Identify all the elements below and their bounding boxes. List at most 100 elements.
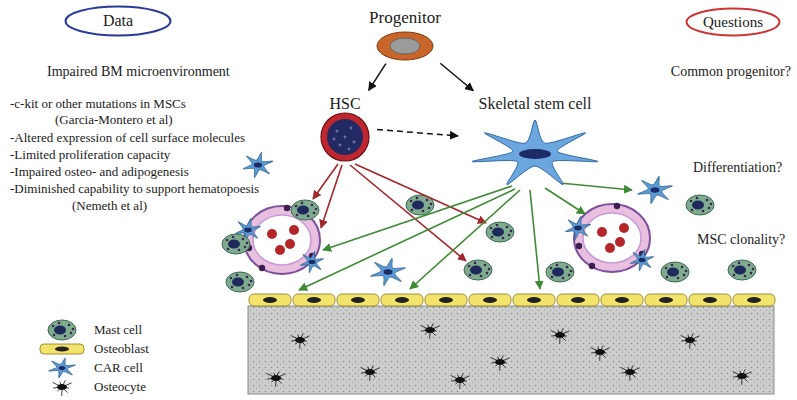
car-cell [638, 176, 673, 203]
osteoblast [249, 294, 291, 306]
osteocyte [551, 328, 570, 343]
ssc-lineage-arrow [560, 183, 632, 190]
finding-text: (Garcia-Montero et al) [55, 112, 173, 128]
node-label: HSC [329, 94, 360, 113]
finding-text: Impaired BM microenvironment [47, 64, 230, 80]
ssc-lineage-arrow [410, 190, 520, 289]
oval-outline [66, 7, 171, 36]
osteocyte [291, 333, 310, 348]
nucleus-dot [339, 144, 342, 147]
node-label: Data [103, 11, 133, 30]
node-label: Skeletal stem cell [479, 94, 592, 113]
osteoblast [337, 294, 379, 306]
progenitor-cell: Progenitor [360, 6, 450, 62]
osteoblast [425, 294, 467, 306]
osteoblast [557, 294, 599, 306]
osteoblast [689, 294, 731, 306]
car-cell [300, 251, 323, 272]
osteoblast [40, 344, 84, 354]
osteocyte [733, 369, 752, 384]
question-text: MSC clonality? [697, 232, 785, 248]
finding-text: -c-kit or other mutations in MSCs [10, 96, 186, 112]
osteoblast [293, 294, 335, 306]
progenitor-body [377, 32, 433, 60]
ssc-lineage-arrow [545, 188, 585, 214]
osteocyte [361, 365, 380, 380]
skeletal-cell-nucleus [519, 149, 551, 159]
osteocyte [621, 365, 640, 380]
ssc-lineage-arrow [530, 190, 540, 289]
osteocyte [267, 371, 286, 386]
mast-cell [226, 272, 254, 292]
question-text: Differentiation? [693, 160, 782, 176]
mast-cell [728, 260, 756, 280]
osteoblast [733, 294, 775, 306]
legend-text: Osteoblast [94, 341, 149, 357]
hsc-cell: HSC [315, 92, 375, 162]
car-cell [630, 249, 653, 270]
nucleus-dot [333, 138, 336, 141]
node-label: Questions [703, 13, 763, 31]
nucleus-dot [353, 141, 356, 144]
hsc-lineage-arrow [321, 165, 342, 228]
osteocyte [451, 373, 470, 388]
node-label: Progenitor [369, 8, 441, 28]
osteoblast [381, 294, 423, 306]
osteocyte [421, 323, 440, 338]
osteoblast [645, 294, 687, 306]
car-cell [49, 358, 76, 378]
osteoblast [513, 294, 555, 306]
hsc-lineage-arrow [355, 164, 486, 223]
hsc-body [321, 113, 369, 161]
finding-text: -Altered expression of cell surface mole… [10, 130, 245, 146]
mast-cell [661, 262, 689, 282]
data-oval: Data [64, 5, 172, 37]
osteocyte [591, 345, 610, 360]
lineage-connector [377, 130, 458, 136]
hsc-lineage-arrow [350, 165, 466, 261]
legend-text: Osteocyte [94, 379, 146, 395]
question-text: Common progenitor? [671, 64, 791, 80]
marrow-cells [222, 152, 756, 292]
mast-cell [686, 195, 714, 215]
osteocyte [53, 380, 72, 395]
nucleus-dot [336, 130, 339, 133]
questions-oval: Questions [685, 7, 781, 37]
finding-text: -Diminished capability to support hemato… [10, 181, 259, 197]
bone-layer [248, 294, 775, 394]
skeletal-cell-body [472, 120, 598, 185]
progenitor-nucleus [390, 38, 420, 54]
legend-text: Mast cell [94, 322, 142, 338]
mast-cell [546, 262, 574, 282]
osteocyte [681, 333, 700, 348]
mast-cell [464, 260, 492, 280]
lineage-connector [440, 63, 473, 90]
ssc-lineage-arrow [299, 189, 515, 290]
finding-text: -Impaired osteo- and adipogenesis [10, 164, 189, 180]
lineage-connector [369, 64, 386, 91]
hsc-lineage-arrow [313, 164, 338, 199]
ssc-lineage-arrow [323, 186, 512, 250]
skeletal-stem-cell: Skeletal stem cell [460, 92, 610, 192]
car-cell [565, 216, 590, 239]
lineage-arrows [299, 164, 632, 290]
mast-cell [48, 320, 76, 340]
finding-text: -Limited proliferation capacity [10, 147, 170, 163]
osteoblast [469, 294, 511, 306]
finding-text: (Nemeth et al) [72, 198, 147, 214]
sinusoid-vessel [565, 203, 653, 272]
oval-outline [687, 9, 780, 36]
legend-text: CAR cell [94, 360, 143, 376]
hsc-nucleus [327, 119, 363, 155]
osteocyte [491, 355, 510, 370]
car-cell [243, 152, 273, 177]
mast-cell [222, 234, 250, 254]
mast-cell [291, 200, 319, 220]
osteoblast [601, 294, 643, 306]
car-cell [371, 258, 406, 285]
nucleus-dot [350, 127, 353, 130]
nucleus-dot [348, 148, 351, 151]
nucleus-dot [344, 136, 347, 139]
mast-cell [486, 222, 514, 242]
